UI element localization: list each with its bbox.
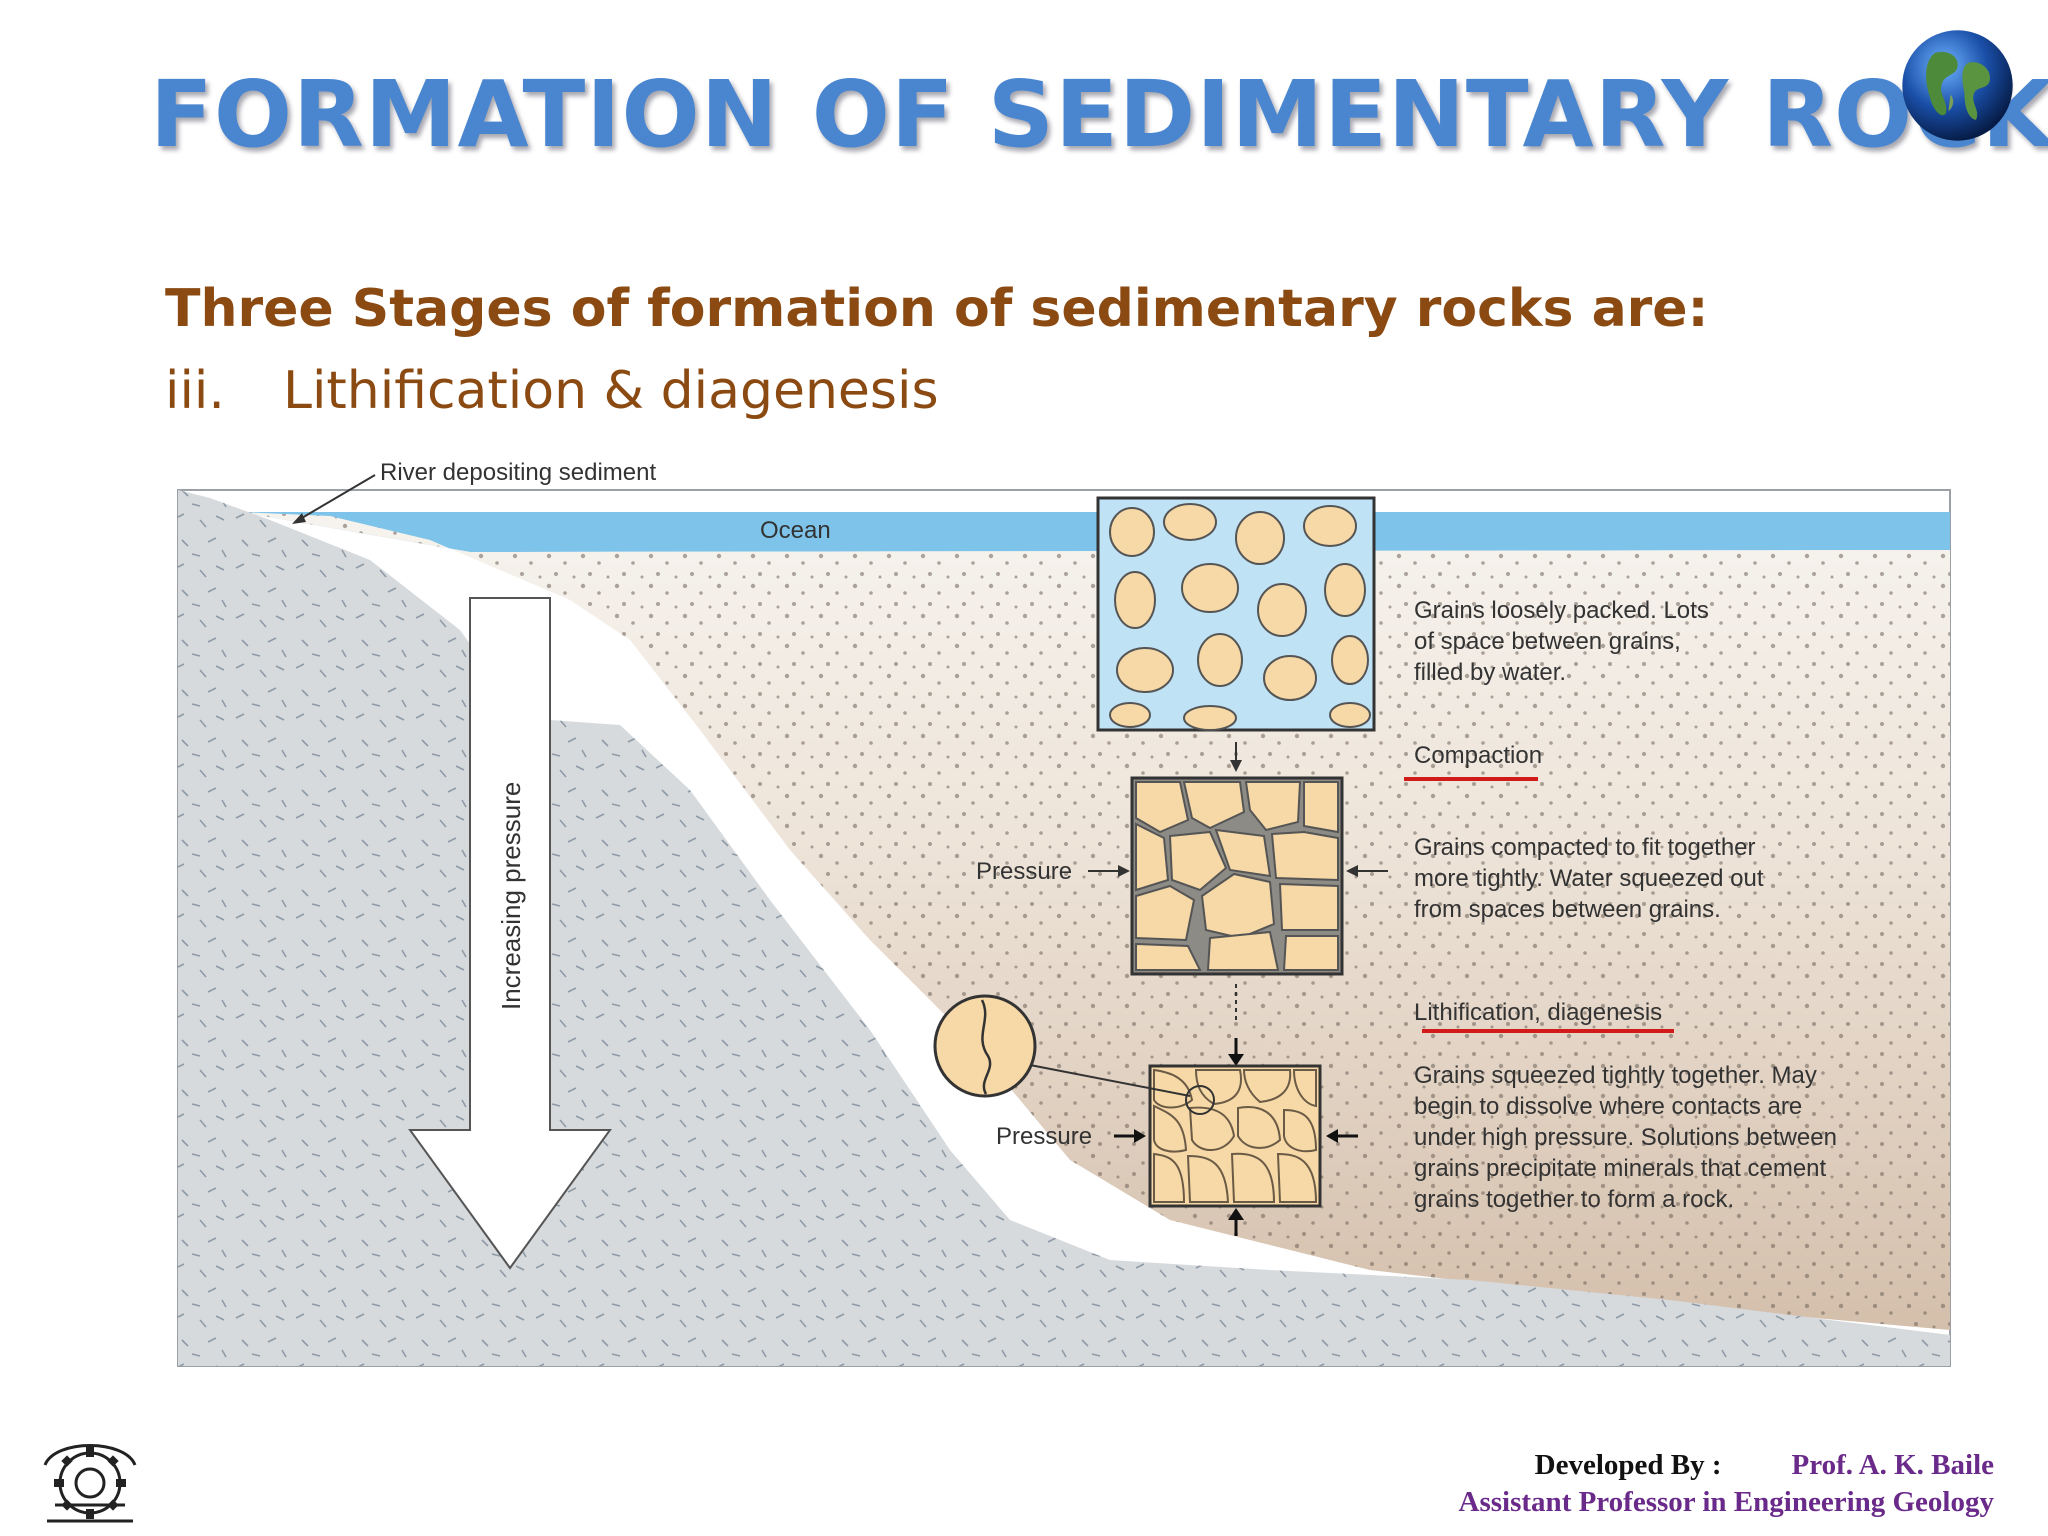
stage3-desc-line5: grains together to form a rock. — [1414, 1186, 1734, 1213]
author-name: Prof. A. K. Baile — [1791, 1449, 1994, 1481]
pressure-arrow-label: Increasing pressure — [496, 782, 526, 1010]
lithified-grains-box — [1148, 1064, 1322, 1208]
credit-block: Developed By : Prof. A. K. Baile Assistan… — [1459, 1447, 1994, 1521]
increasing-pressure-arrow — [408, 597, 612, 1270]
stage2-desc-line1: Grains compacted to fit together — [1414, 834, 1756, 861]
stage3-desc-line2: begin to dissolve where contacts are — [1414, 1093, 1802, 1120]
stage-number: iii. — [165, 361, 225, 421]
stage1-desc-line3: filled by water. — [1414, 659, 1566, 686]
pressure-label-1: Pressure — [976, 858, 1072, 885]
sedimentation-diagram: Ocean River depositing sediment Increasi… — [170, 459, 1970, 1380]
stage2-desc-line3: from spaces between grains. — [1414, 896, 1721, 923]
institute-logo — [43, 1444, 137, 1523]
compaction-label: Compaction — [1414, 742, 1542, 769]
loose-grains-box — [1096, 496, 1376, 732]
author-role: Assistant Professor in Engineering Geolo… — [1458, 1486, 1994, 1518]
ocean-label: Ocean — [760, 517, 831, 544]
stage3-desc-line3: under high pressure. Solutions between — [1414, 1124, 1837, 1151]
stage-item: iii. Lithification & diagenesis — [165, 356, 939, 426]
lithification-label: Lithification, diagenesis — [1414, 999, 1662, 1026]
ocean-water — [240, 512, 1950, 552]
pressure-label-2: Pressure — [996, 1123, 1092, 1150]
globe-icon — [1902, 30, 2013, 141]
stage1-desc-line1: Grains loosely packed. Lots — [1414, 597, 1709, 624]
grain-contact-magnifier — [933, 994, 1191, 1098]
compacted-grains-box — [1130, 776, 1344, 976]
stage1-desc-line2: of space between grains, — [1414, 628, 1681, 655]
developed-by-label: Developed By : — [1534, 1449, 1722, 1481]
subtitle: Three Stages of formation of sedimentary… — [165, 279, 1709, 339]
river-label: River depositing sediment — [380, 460, 656, 486]
stage3-desc-line4: grains precipitate minerals that cement — [1414, 1155, 1827, 1182]
slide-title: FORMATION OF SEDIMENTARY ROCK — [150, 61, 2048, 168]
stage3-desc-line1: Grains squeezed tightly together. May — [1414, 1062, 1817, 1089]
stage2-desc-line2: more tightly. Water squeezed out — [1414, 865, 1764, 892]
stage-text: Lithification & diagenesis — [283, 361, 939, 421]
